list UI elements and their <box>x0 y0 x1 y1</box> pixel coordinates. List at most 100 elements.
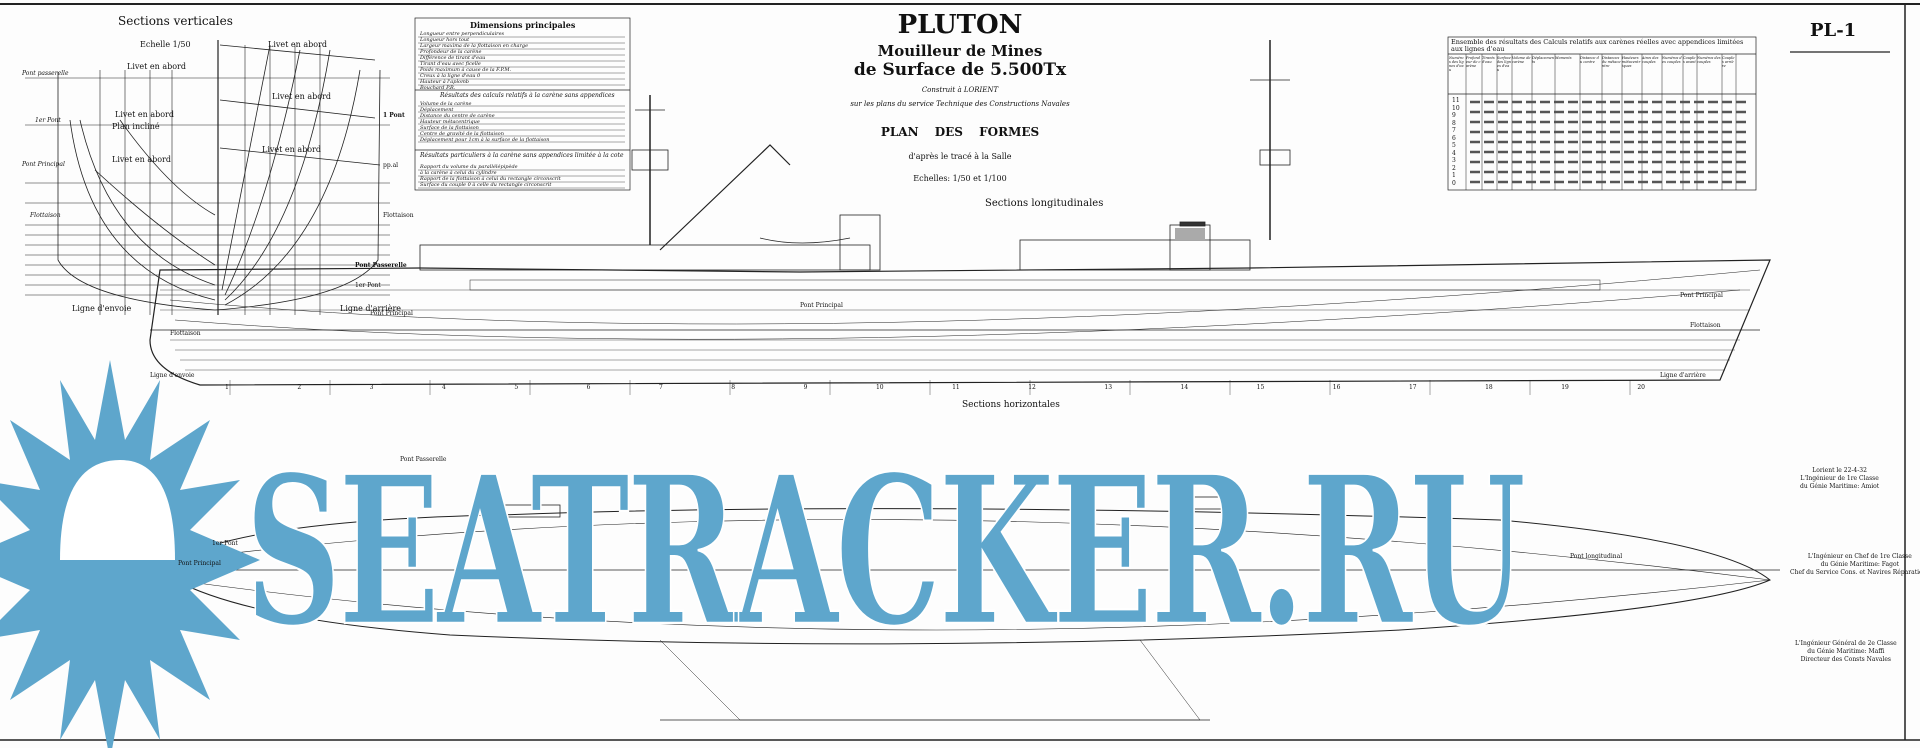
station-number: 19 <box>1561 384 1569 391</box>
results-header: Déplacements <box>1532 56 1554 64</box>
results-cell: 1 <box>1452 172 1456 179</box>
station-number: 16 <box>1332 384 1341 391</box>
dimensions-rows: Longueur entre perpendiculaires Longueur… <box>420 31 528 91</box>
results-header: Aires des couples <box>1642 56 1659 64</box>
station-number: 13 <box>1104 384 1113 391</box>
results-table <box>1447 36 1757 191</box>
dim-row: Longueur entre perpendiculaires <box>420 31 505 37</box>
results-header: Volume de carène <box>1512 56 1531 64</box>
label-ligne-arriere: Ligne d'arrière <box>340 304 402 313</box>
label-livet: Livet en abord <box>115 110 174 119</box>
results-headers: Numéros des lignes d'eau Profondeur de c… <box>1449 56 1757 72</box>
dim-row: Hauteur métacentrique <box>420 119 480 125</box>
ship-type-line1: Mouilleur de Mines <box>877 42 1043 60</box>
dim-row: Longueur hors tout <box>420 37 470 43</box>
signature-block-2: L'Ingénieur en Chef de 1re Classe du Gén… <box>1790 553 1920 577</box>
label-flottaison: Flottaison <box>170 330 201 337</box>
results-cell: 10 <box>1452 104 1460 112</box>
dim-row: Centre de gravité de la flottaison <box>420 131 504 137</box>
results-first-col: 11 10 9 8 7 6 5 4 3 2 1 0 <box>1452 97 1460 187</box>
label-livet: Livet en abord <box>127 62 186 71</box>
signature-line: du Génie Maritime: Fagot <box>1820 561 1899 568</box>
label-1er-pont: 1er Pont <box>355 282 381 289</box>
dim-row: Creux à la ligne d'eau 0 <box>420 73 481 79</box>
scales: Echelles: 1/50 et 1/100 <box>913 174 1007 183</box>
ship-name: PLUTON <box>897 10 1023 40</box>
signature-line: L'Ingénieur en Chef de 1re Classe <box>1807 553 1912 560</box>
label-flottaison: Flottaison <box>1690 322 1721 329</box>
station-number: 5 <box>514 384 519 391</box>
results-header: Surface des lignes d'eau <box>1497 56 1511 72</box>
results-header: Tirants d'eau <box>1482 56 1495 64</box>
dimensions-section2-rows: Volume de la carène Déplacement Distance… <box>420 101 550 143</box>
label-pont-passerelle: Pont Passerelle <box>400 456 447 463</box>
dim-row: Distance du centre de carène <box>420 113 495 119</box>
dim-row: Tirant d'eau avec ficelle <box>420 61 481 67</box>
station-number: 20 <box>1637 384 1645 391</box>
results-cell: 9 <box>1452 112 1456 119</box>
mark-flottaison: Flottaison <box>30 212 61 219</box>
ship-type-line2: de Surface de 5.500Tx <box>853 60 1067 80</box>
mark-pont-principal: Pont Principal <box>22 161 65 168</box>
dim-row: Hauteur à l'aplomb <box>420 79 470 85</box>
results-cell: 3 <box>1452 157 1456 164</box>
dimensions-table <box>414 17 631 191</box>
mark-flottaison-right: Flottaison <box>383 212 414 219</box>
label-ligne-envoie: Ligne d'envoie <box>72 304 132 313</box>
station-number: 10 <box>875 384 884 391</box>
label-pont-principal: Pont Principal <box>370 310 413 317</box>
signature-line: L'Ingénieur de 1re Classe <box>1800 475 1879 482</box>
label-pont-longitudinal: Pont longitudinal <box>1570 553 1623 560</box>
results-cell: 8 <box>1452 119 1456 127</box>
mark-pont-passerelle: Pont passerelle <box>22 70 69 77</box>
vertical-sections-scale: Echelle 1/50 <box>140 40 191 49</box>
plan-title: PLAN DES FORMES <box>880 125 1040 139</box>
label-livet: Livet en abord <box>272 92 331 101</box>
results-header: Profondeur de carène <box>1466 56 1481 68</box>
ship-plan-view <box>170 496 1780 721</box>
results-header: Hauteurs métacentriques <box>1622 56 1641 68</box>
dim-row: Poids maximum à cause de la F.P.M. <box>420 67 512 73</box>
results-cell: 7 <box>1452 127 1456 134</box>
label-livet: Livet en abord <box>268 40 327 49</box>
results-header: Couples avant <box>1683 56 1696 64</box>
dimensions-section3: Résultats particuliers à la carène sans … <box>420 152 624 159</box>
station-number: 11 <box>952 384 960 391</box>
results-header: Numéros des couples <box>1697 56 1721 64</box>
label-pont-principal: Pont Principal <box>1680 292 1723 299</box>
station-number: 6 <box>586 384 591 391</box>
signature-line: du Génie Maritime: Maffi <box>1807 648 1885 655</box>
longitudinal-sections-title: Sections longitudinales <box>985 198 1104 209</box>
dim-row: Bouchard P.R. <box>420 85 456 91</box>
results-header: Distance du centre <box>1580 56 1599 64</box>
signature-line: Lorient le 22-4-32 <box>1812 467 1867 474</box>
vertical-sections-title: Sections verticales <box>118 14 233 28</box>
built-at: Construit à LORIENT <box>921 86 999 94</box>
station-number: 12 <box>1028 384 1036 391</box>
dim-row: Largeur maxima de la flottaison en charg… <box>420 43 529 49</box>
label-livet: Livet en abord <box>112 155 171 164</box>
station-number: 4 <box>441 384 446 391</box>
horizontal-sections-title: Sections horizontales <box>962 400 1060 410</box>
results-cell: 5 <box>1452 142 1456 149</box>
dim-row: Surface du couple 0 à celle du rectangle… <box>420 182 552 188</box>
label-livet: Livet en abord <box>262 145 321 154</box>
station-number: 9 <box>803 384 808 391</box>
signature-line: L'Ingénieur Général de 2e Classe <box>1795 640 1897 647</box>
label-pont-passerelle: Pont Passerelle <box>355 262 407 269</box>
dim-row: Rapport du volume du parallélépipède <box>420 164 518 170</box>
dimensions-section3-rows: Rapport du volume du parallélépipède à l… <box>420 164 561 188</box>
traced-after: d'après le tracé à la Salle <box>908 152 1012 161</box>
results-header: Couples arrière <box>1722 56 1735 68</box>
results-cell: 2 <box>1452 164 1456 172</box>
dimensions-title: Dimensions principales <box>470 20 576 30</box>
results-header: Distances du métacentre <box>1602 56 1621 68</box>
results-title: Ensemble des résultats des Calculs relat… <box>1451 38 1744 53</box>
station-number: 1 <box>225 384 229 391</box>
station-number: 7 <box>658 384 663 391</box>
watermark-text: SEATRACKER.RU <box>244 430 1527 672</box>
dim-row: à la carène à celui du cylindre <box>420 170 497 176</box>
